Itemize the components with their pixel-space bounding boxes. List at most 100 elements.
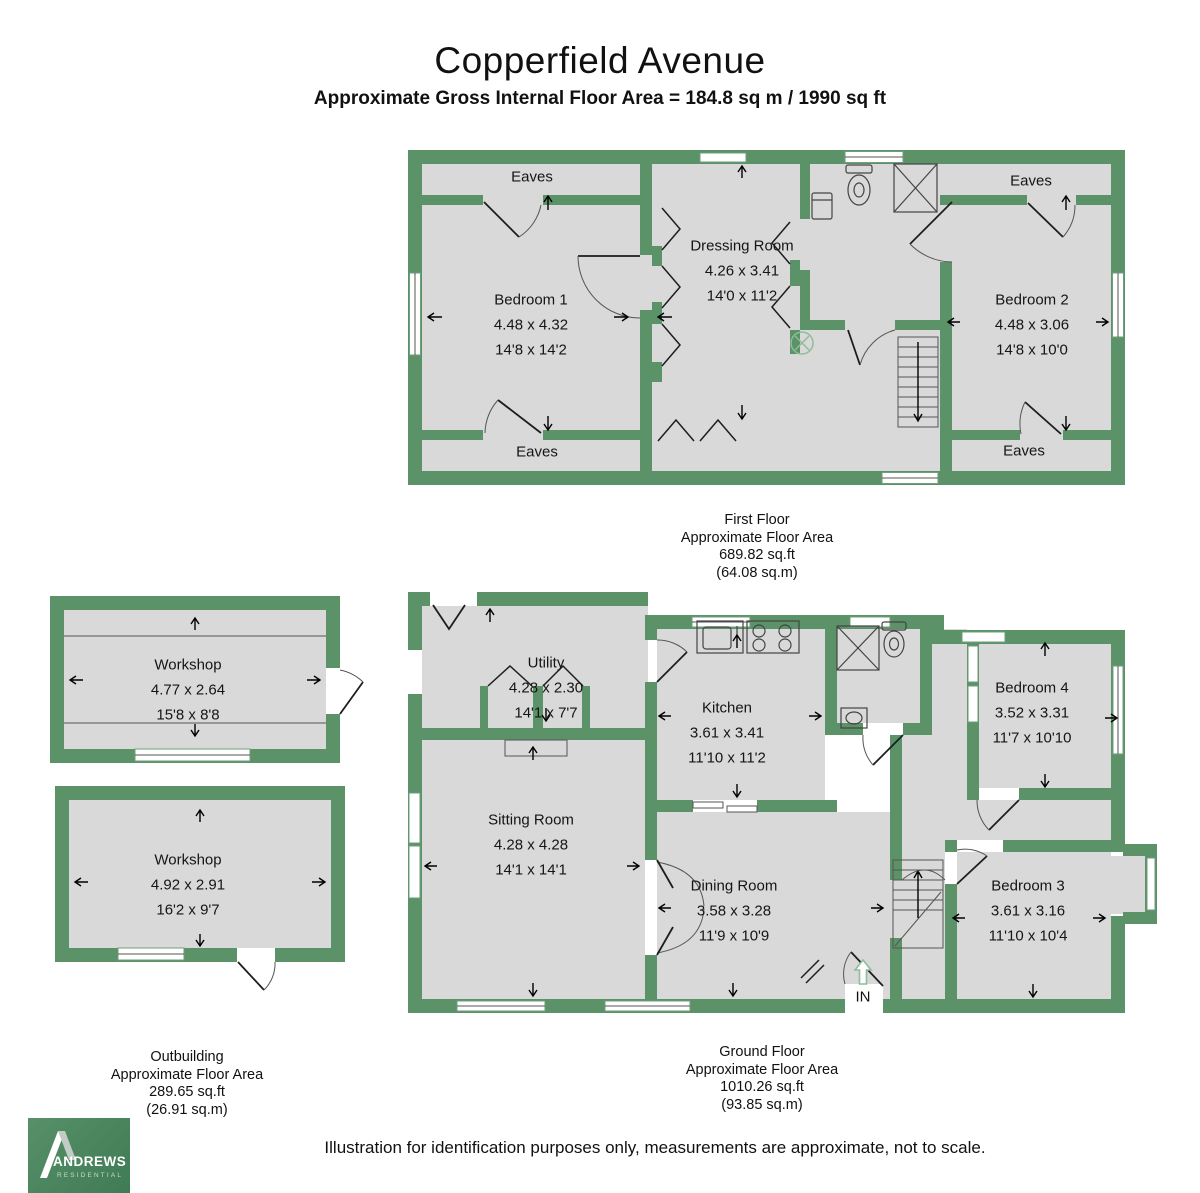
entrance-in-label: IN <box>855 988 871 1006</box>
bedroom2-imperial: 14'8 x 10'0 <box>996 341 1068 359</box>
workshop2-name: Workshop <box>154 851 222 869</box>
first-floor-plan <box>408 150 1125 485</box>
logo-tagline: RESIDENTIAL <box>57 1172 124 1179</box>
first-floor-sqm: (64.08 sq.m) <box>716 564 798 581</box>
room-label-bedroom1: Bedroom 1 4.48 x 4.32 14'8 x 14'2 <box>494 288 568 363</box>
toilet-icon-ground <box>881 621 907 658</box>
room-label-bedroom4: Bedroom 4 3.52 x 3.31 11'7 x 10'10 <box>993 676 1072 751</box>
ground-floor-windows <box>408 592 1156 1013</box>
eaves-label-top-left: Eaves <box>511 168 553 186</box>
ground-floor-sqm: (93.85 sq.m) <box>721 1096 803 1113</box>
room-label-sitting: Sitting Room 4.28 x 4.28 14'1 x 14'1 <box>488 808 574 883</box>
toilet-icon <box>845 164 873 206</box>
eaves-label-bottom-left: Eaves <box>516 443 558 461</box>
ground-floor-caption: Ground Floor Approximate Floor Area 1010… <box>686 1044 838 1114</box>
outbuilding-sqft: 289.65 sq.ft <box>149 1084 225 1100</box>
ground-floor-plan <box>408 592 1157 1013</box>
first-floor-windows <box>409 151 1124 484</box>
ground-floor-name: Ground Floor <box>719 1044 805 1060</box>
kitchen-metric: 3.61 x 3.41 <box>689 724 765 742</box>
workshop2-plan <box>55 786 345 991</box>
room-label-workshop2: Workshop 4.92 x 2.91 16'2 x 9'7 <box>151 848 225 923</box>
bedroom3-imperial: 11'10 x 10'4 <box>988 927 1068 945</box>
room-label-dining: Dining Room 3.58 x 3.28 11'9 x 10'9 <box>691 874 778 949</box>
dining-metric: 3.58 x 3.28 <box>696 902 772 920</box>
outbuilding-sqm: (26.91 sq.m) <box>146 1101 228 1118</box>
sink-icon-ground <box>840 707 868 729</box>
utility-imperial: 14'1 x 7'7 <box>514 704 578 722</box>
room-label-workshop1: Workshop 4.77 x 2.64 15'8 x 8'8 <box>151 653 225 728</box>
outbuilding-area-label: Approximate Floor Area <box>110 1066 264 1083</box>
ground-floor-fixtures <box>504 620 907 984</box>
first-floor-dimension-arrows <box>426 164 1110 432</box>
ground-floor-interior <box>422 606 1155 999</box>
bedroom3-metric: 3.61 x 3.16 <box>990 902 1066 920</box>
bedroom4-name: Bedroom 4 <box>995 679 1069 697</box>
workshop1-metric: 4.77 x 2.64 <box>150 681 226 699</box>
workshop1-name: Workshop <box>154 656 222 674</box>
first-floor-interior <box>422 164 1111 471</box>
sink-icon <box>811 192 833 220</box>
room-label-dressing: Dressing Room 4.26 x 3.41 14'0 x 11'2 <box>685 234 799 309</box>
workshop2-imperial: 16'2 x 9'7 <box>156 901 220 919</box>
ground-floor-sqft: 1010.26 sq.ft <box>720 1079 804 1095</box>
chimney-breast <box>504 739 568 757</box>
staircase-first-floor <box>897 336 939 428</box>
disclaimer-text: Illustration for identification purposes… <box>324 1138 986 1157</box>
sitting-imperial: 14'1 x 14'1 <box>495 861 567 879</box>
dining-imperial: 11'9 x 10'9 <box>698 927 770 945</box>
dressing-metric: 4.26 x 3.41 <box>704 262 780 280</box>
sitting-name: Sitting Room <box>488 811 574 829</box>
logo-name: ANDREWS <box>53 1154 127 1169</box>
andrews-residential-logo: ANDREWS RESIDENTIAL <box>28 1118 130 1193</box>
utility-name: Utility <box>527 654 565 672</box>
first-floor-caption: First Floor Approximate Floor Area 689.8… <box>681 512 833 582</box>
bathroom-fixtures <box>811 163 938 220</box>
bedroom4-metric: 3.52 x 3.31 <box>994 704 1070 722</box>
first-floor-interior-walls <box>422 164 1111 471</box>
bedroom3-name: Bedroom 3 <box>991 877 1065 895</box>
bedroom1-imperial: 14'8 x 14'2 <box>495 341 567 359</box>
page-title: Copperfield Avenue <box>434 40 766 81</box>
workshop1-dimension-arrows <box>68 616 322 738</box>
first-floor-name: First Floor <box>724 512 790 528</box>
first-floor-area-label: Approximate Floor Area <box>680 529 834 546</box>
room-label-bedroom2: Bedroom 2 4.48 x 3.06 14'8 x 10'0 <box>995 288 1069 363</box>
sitting-metric: 4.28 x 4.28 <box>493 836 569 854</box>
bedroom2-metric: 4.48 x 3.06 <box>994 316 1070 334</box>
outbuilding-name: Outbuilding <box>150 1049 224 1065</box>
bedroom4-imperial: 11'7 x 10'10 <box>992 729 1072 747</box>
page-subtitle: Approximate Gross Internal Floor Area = … <box>313 88 887 109</box>
room-label-kitchen: Kitchen 3.61 x 3.41 11'10 x 11'2 <box>688 696 766 771</box>
light-symbol-icon <box>790 331 814 355</box>
dining-name: Dining Room <box>690 877 778 895</box>
workshop2-metric: 4.92 x 2.91 <box>150 876 226 894</box>
dressing-name: Dressing Room <box>690 237 794 255</box>
logo-a-mark-icon <box>40 1131 76 1178</box>
shower-icon-ground <box>836 625 880 671</box>
hall-arc <box>901 869 946 881</box>
room-label-bedroom3: Bedroom 3 3.61 x 3.16 11'10 x 10'4 <box>989 874 1068 949</box>
outbuilding-caption: Outbuilding Approximate Floor Area 289.6… <box>111 1049 263 1119</box>
kitchen-name: Kitchen <box>701 699 753 717</box>
eaves-label-top-right: Eaves <box>1010 172 1052 190</box>
first-floor-doors <box>483 201 1076 442</box>
workshop2-dimension-arrows <box>73 808 327 948</box>
corner-hearth <box>800 959 825 984</box>
dressing-imperial: 14'0 x 11'2 <box>706 287 778 305</box>
bedroom1-metric: 4.48 x 4.32 <box>493 316 569 334</box>
stove-icon <box>746 620 800 654</box>
bedroom1-name: Bedroom 1 <box>494 291 568 309</box>
ground-floor-area-label: Approximate Floor Area <box>685 1061 839 1078</box>
workshop1-plan <box>50 596 364 763</box>
ground-floor-dimension-arrows <box>423 607 1119 999</box>
workshop1-imperial: 15'8 x 8'8 <box>156 706 220 724</box>
first-floor-sqft: 689.82 sq.ft <box>719 547 795 563</box>
kitchen-imperial: 11'10 x 11'2 <box>688 749 766 767</box>
entrance-arrow-icon <box>853 958 873 985</box>
utility-metric: 4.28 x 2.30 <box>508 679 584 697</box>
eaves-label-bottom-right: Eaves <box>1003 442 1045 460</box>
staircase-ground-floor <box>892 859 944 949</box>
shower-icon <box>893 163 938 213</box>
